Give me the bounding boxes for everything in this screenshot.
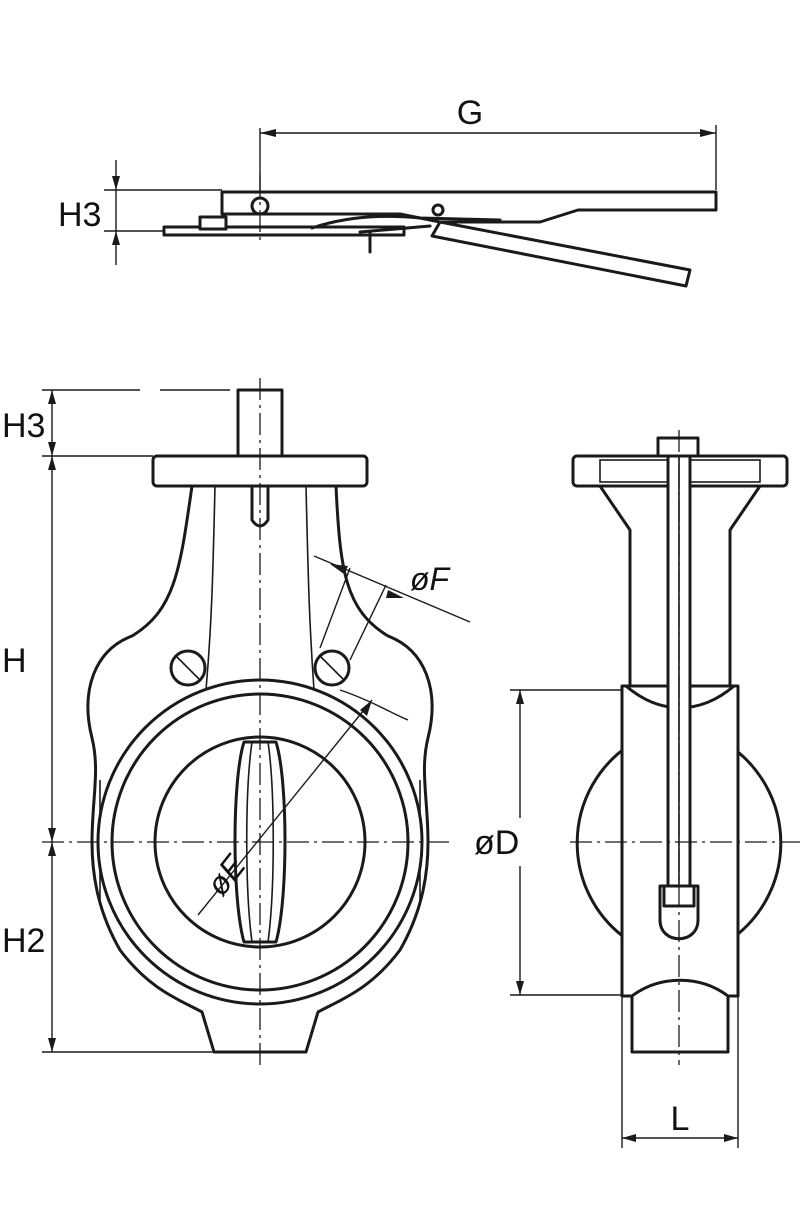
dim-H2: H2 (2, 842, 214, 1053)
dim-H3-front: H3 (2, 389, 230, 457)
dim-phiD: øD (474, 689, 622, 996)
side-stem-stub (656, 436, 700, 458)
disc-right-bulge (728, 744, 783, 942)
side-view (570, 430, 800, 1065)
handle-bar (220, 190, 718, 224)
lever-arm (430, 220, 692, 288)
front-view (42, 378, 450, 1065)
side-bottom-boss (630, 978, 730, 1054)
top-view-handle (162, 175, 718, 288)
label-H2: H2 (2, 922, 45, 960)
lever-pivot (431, 203, 445, 217)
label-H3-top: H3 (58, 196, 101, 234)
bolt-head (198, 215, 228, 231)
dim-L: L (621, 996, 739, 1148)
dim-H: H (2, 456, 56, 842)
dim-H3-top: H3 (58, 160, 222, 265)
phiE-leader (339, 689, 409, 721)
dim-G: G (259, 94, 717, 192)
disc-left-bulge (575, 744, 630, 942)
neck-inner-right (305, 485, 315, 691)
label-L: L (671, 1100, 690, 1138)
neck-inner-left (205, 485, 216, 691)
dim-phiF: øF (313, 555, 471, 661)
linkage (310, 214, 502, 230)
label-G: G (457, 94, 483, 132)
label-phiF: øF (410, 561, 452, 597)
label-H: H (2, 642, 27, 680)
linkage-lower (358, 224, 432, 234)
disc-hub-inner (245, 741, 275, 943)
label-phiD: øD (474, 824, 519, 862)
label-H3-front: H3 (2, 407, 45, 445)
